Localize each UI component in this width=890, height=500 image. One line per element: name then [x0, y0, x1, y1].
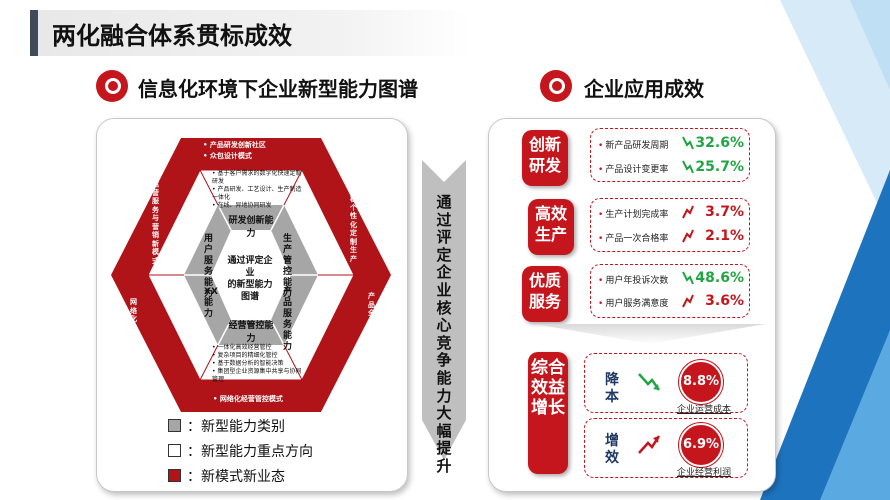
metric-satisfaction: •用户服务满意度 3.6%: [598, 293, 744, 309]
direction-bottom: • 网络化经营管控模式: [213, 395, 283, 403]
group-label-service: 优质服务: [522, 266, 568, 322]
capability-management: 经营管控能力: [228, 321, 274, 344]
profit-caption: 企业经营利润: [677, 468, 732, 478]
legend-item-new-model: ：新模式新业态: [168, 466, 285, 486]
direction-right-upper: 大规模个性化定制生产: [350, 178, 357, 263]
metric-complaints: •用户年投诉次数 48.6%: [598, 270, 744, 286]
title-accent: [30, 10, 38, 56]
capability-xx: XX能力: [204, 287, 218, 319]
metric-box-production: [590, 198, 750, 252]
arrow-text: 通过评定企业核心竞争能力大幅提升: [436, 193, 452, 475]
direction-top: • 产品研发创新社区 • 众包设计模式: [203, 141, 266, 160]
trend-down-icon: [682, 136, 694, 150]
cost-value-circle: 8.8%: [679, 360, 723, 404]
cost-caption: 企业运营成本: [677, 405, 732, 415]
direction-left-lower: 网络化协同新业态: [130, 298, 137, 366]
direction-left-upper: 运营服务与营销新模式: [152, 180, 159, 265]
legend-item-category: ：新型能力类别: [168, 416, 285, 436]
capability-product-service: 产品服务能力: [283, 287, 293, 352]
progress-arrow: [422, 160, 466, 460]
search-icon: [540, 70, 572, 102]
left-section-title: 信息化环境下企业新型能力图谱: [138, 77, 418, 101]
direction-right-lower: 产品全生命周期服务: [368, 292, 375, 368]
direction-bottom-inner: • 一体化高效经营管控 • 复杂项目的精细化管控 • 基于数据分析的智能决策 •…: [212, 344, 302, 383]
direction-top-inner: • 基于客户需求的数字化快速定制研发 • 产品研发、工艺设计、生产制造一体化 •…: [212, 170, 302, 209]
center-text: 通过评定企业 的新型能力 图谱: [227, 256, 273, 302]
trend-up-icon: [682, 205, 694, 219]
capability-rd: 研发创新能力: [228, 216, 274, 239]
metric-design-change: •产品设计变更率 25.7%: [598, 159, 744, 175]
capability-hexagon: [111, 138, 391, 412]
metric-plan-completion: •生产计划完成率 3.7%: [598, 204, 744, 220]
right-section-title: 企业应用成效: [584, 77, 704, 101]
metric-box-service: [590, 264, 750, 318]
trend-up-icon: [682, 294, 694, 308]
summary-box-profit: 增效 6.9% 企业经营利润: [584, 418, 748, 478]
summary-box-cost: 降本 8.8% 企业运营成本: [584, 353, 748, 415]
capability-user-service: 用户服务能力: [204, 234, 214, 299]
trend-down-icon: [638, 373, 661, 391]
group-label-production: 高效生产: [528, 199, 574, 255]
metric-first-pass-rate: •产品一次合格率 2.1%: [598, 228, 744, 244]
summary-label: 综合效益增长: [528, 352, 568, 474]
metric-box-innovation: [590, 128, 750, 182]
group-label-innovation: 创新研发: [522, 130, 568, 186]
trend-up-icon: [638, 435, 661, 454]
trend-up-icon: [682, 229, 694, 243]
profit-value-circle: 6.9%: [679, 423, 723, 467]
title-bar: [30, 10, 470, 56]
capability-production: 生产管控能力: [283, 234, 293, 299]
legend-item-direction: ：新型能力重点方向: [168, 441, 313, 461]
page-title: 两化融合体系贯标成效: [52, 22, 292, 50]
search-icon: [96, 70, 128, 102]
decorative-stripes: [760, 0, 890, 500]
metric-rd-cycle: •新产品研发周期 32.6%: [598, 135, 744, 151]
trend-down-icon: [682, 160, 694, 174]
trend-down-icon: [682, 271, 694, 285]
separator-arrow: [535, 324, 765, 344]
